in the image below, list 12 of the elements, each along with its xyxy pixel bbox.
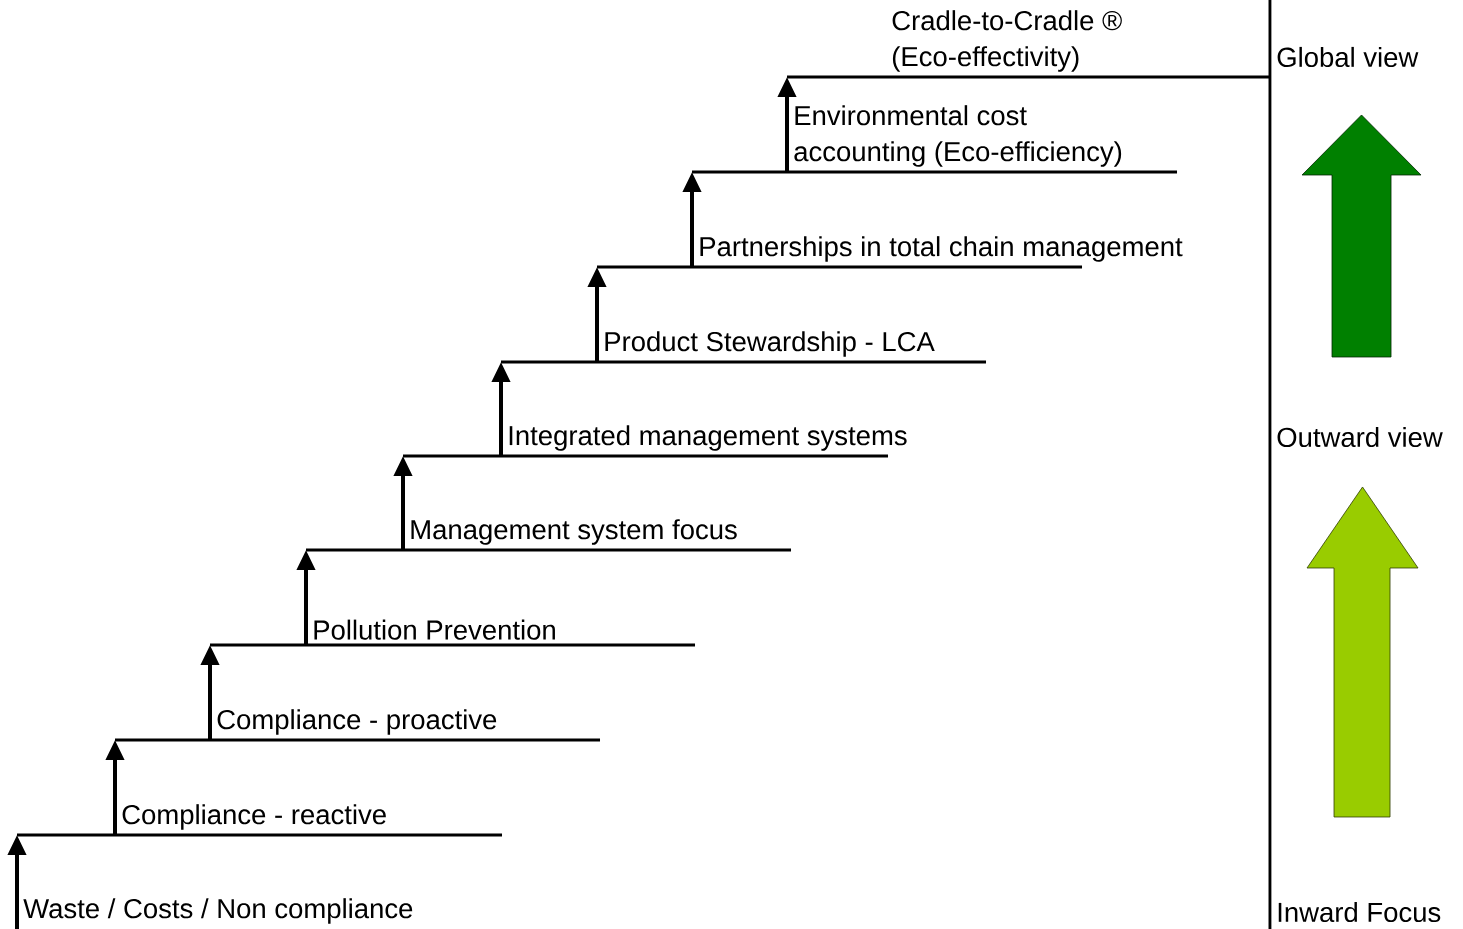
level-label: Outward view bbox=[1277, 426, 1443, 448]
step: Environmental cost accounting (Eco-efficiency) bbox=[692, 105, 1177, 174]
step: Pollution Prevention bbox=[210, 619, 695, 647]
step: Waste / Costs / Non compliance bbox=[23, 898, 413, 924]
step: Partnerships in total chain management bbox=[597, 236, 1183, 269]
step: Cradle-to-Cradle ® (Eco-effectivity) bbox=[787, 10, 1270, 79]
step: Integrated management systems bbox=[403, 425, 907, 458]
level-label: Inward Focus bbox=[1278, 901, 1441, 923]
step: Compliance - proactive bbox=[115, 709, 600, 742]
step: Compliance - reactive bbox=[17, 804, 502, 837]
step: Product Stewardship - LCA bbox=[501, 331, 986, 364]
step: Management system focus bbox=[306, 519, 791, 552]
